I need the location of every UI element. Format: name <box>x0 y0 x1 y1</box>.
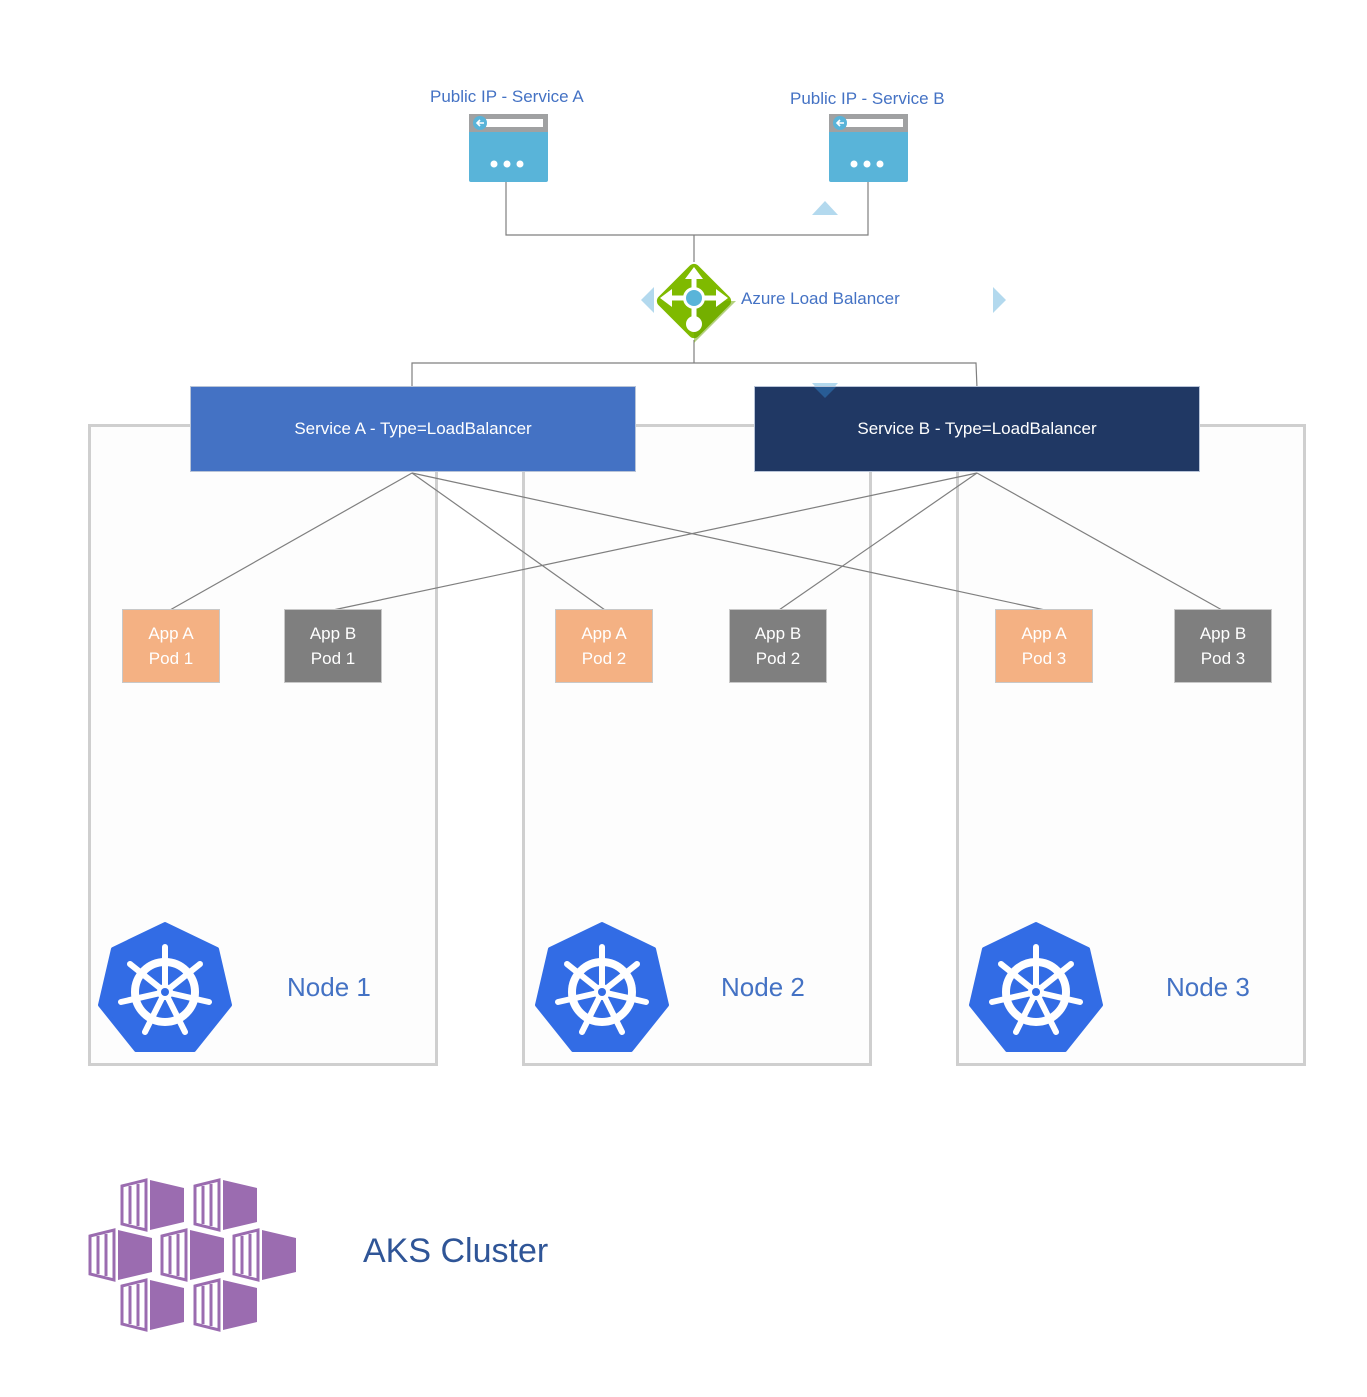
node-3-label: Node 3 <box>1166 972 1250 1002</box>
pod-app-b-3: App B Pod 3 <box>1174 609 1272 683</box>
public-ip-icon <box>829 114 908 187</box>
service-b-box: Service B - Type=LoadBalancer <box>754 386 1200 472</box>
marker-right <box>993 287 1006 313</box>
wire-svc-a-pod-a2 <box>411 472 606 611</box>
pod-app-a-1: App A Pod 1 <box>122 609 220 683</box>
wire-svc-a-pod-a1 <box>169 472 413 611</box>
pod-number-label: Pod 1 <box>148 649 194 668</box>
marker-left <box>641 287 654 313</box>
wire-svc-b-pod-b1 <box>332 472 978 611</box>
pod-number-label: Pod 2 <box>581 649 627 668</box>
pod-app-label: App A <box>148 624 194 643</box>
pod-app-a-2: App A Pod 2 <box>555 609 653 683</box>
pod-app-label: App A <box>1021 624 1067 643</box>
pod-number-label: Pod 1 <box>310 649 356 668</box>
wire-svc-a-pod-a3 <box>411 472 1046 611</box>
pod-app-b-2: App B Pod 2 <box>729 609 827 683</box>
pod-app-a-3: App A Pod 3 <box>995 609 1093 683</box>
node-2-label: Node 2 <box>721 972 805 1002</box>
load-balancer-icon <box>652 259 736 348</box>
wire-lb-service-b <box>694 362 978 389</box>
pod-app-b-1: App B Pod 1 <box>284 609 382 683</box>
aks-cluster-label: AKS Cluster <box>363 1232 549 1270</box>
public-ip-b-label: Public IP - Service B <box>790 89 945 108</box>
kubernetes-icon <box>532 920 672 1061</box>
wire-ip-b <box>694 180 869 236</box>
pod-app-label: App B <box>309 624 357 643</box>
public-ip-a-label: Public IP - Service A <box>430 87 584 106</box>
load-balancer-label: Azure Load Balancer <box>741 289 900 308</box>
service-a-label: Service A - Type=LoadBalancer <box>294 419 532 438</box>
service-a-box: Service A - Type=LoadBalancer <box>190 386 636 472</box>
pod-number-label: Pod 3 <box>1021 649 1067 668</box>
kubernetes-icon <box>95 920 235 1061</box>
marker-up <box>812 201 838 215</box>
wire-ip-a <box>505 180 694 236</box>
wire-svc-b-pod-b2 <box>778 472 978 611</box>
wire-lb-service-a <box>411 362 694 388</box>
pod-app-label: App A <box>581 624 627 643</box>
wire-svc-b-pod-b3 <box>976 472 1223 611</box>
aks-cluster-icon <box>88 1178 298 1338</box>
node-1-label: Node 1 <box>287 972 371 1002</box>
pod-app-label: App B <box>754 624 802 643</box>
service-b-label: Service B - Type=LoadBalancer <box>857 419 1097 438</box>
public-ip-icon <box>469 114 548 187</box>
kubernetes-icon <box>966 920 1106 1061</box>
pod-number-label: Pod 2 <box>755 649 801 668</box>
pod-app-label: App B <box>1199 624 1247 643</box>
pod-number-label: Pod 3 <box>1200 649 1246 668</box>
